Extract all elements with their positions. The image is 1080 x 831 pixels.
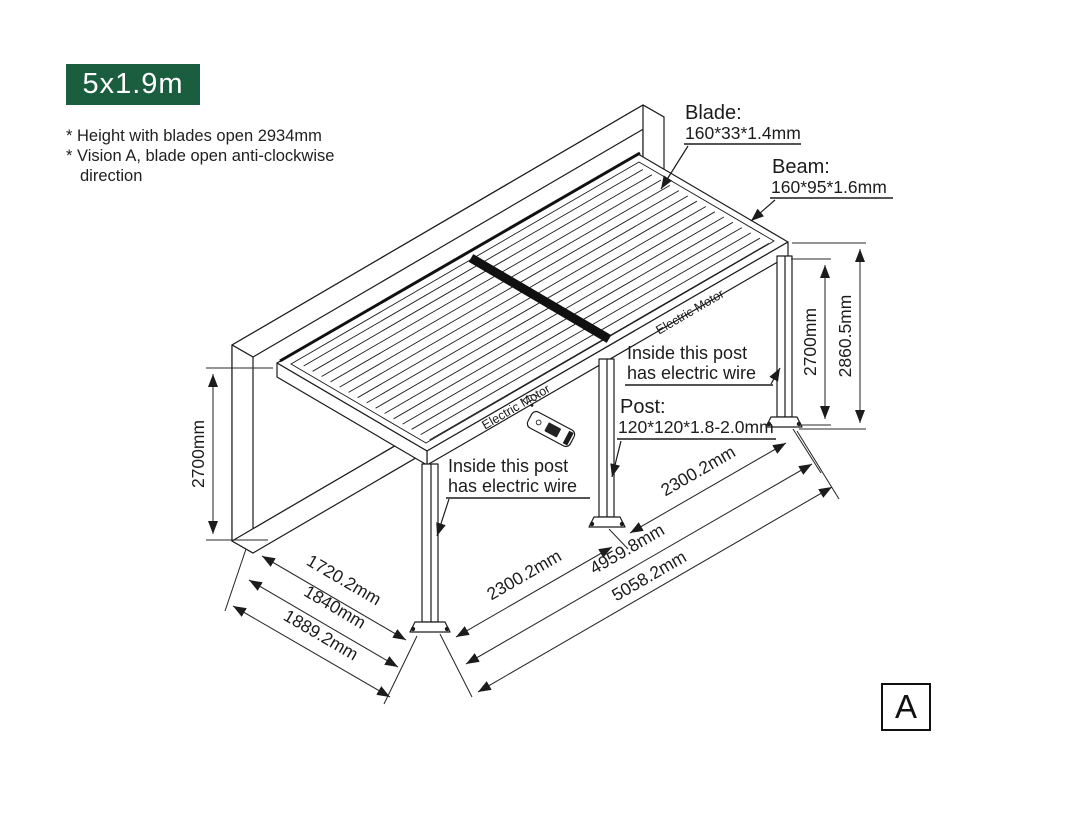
louver-blades (303, 169, 770, 441)
louver-blade-line (375, 211, 716, 409)
louver-blade-line (330, 185, 671, 383)
louvered-roof (276, 151, 789, 466)
post-middle-base-plate (588, 516, 626, 528)
callout-wire-right: Inside this post has electric wire (625, 343, 781, 386)
wall-left-face (231, 344, 254, 554)
view-label: A (894, 688, 917, 725)
louver-blade-line (357, 200, 698, 399)
blade-spec: 160*33*1.4mm (685, 123, 801, 143)
callout-post: Post: 120*120*1.8-2.0mm (610, 396, 776, 478)
dim-height-right-inner-label: 2700mm (800, 308, 820, 376)
louver-blade-line (303, 169, 644, 367)
louver-blade-line (420, 237, 761, 435)
louver-blade-line (321, 179, 662, 377)
wire-left-line2: has electric wire (448, 476, 577, 496)
dimension-height-left: 2700mm (188, 367, 273, 541)
louver-blade-line (393, 221, 734, 420)
louver-blade-line (402, 227, 743, 425)
dim-height-left-label: 2700mm (188, 420, 208, 488)
post-right (765, 255, 803, 428)
wire-left-line1: Inside this post (448, 456, 568, 476)
dim-bay-right-label: 2300.2mm (657, 441, 739, 500)
callout-wire-left: Inside this post has electric wire (436, 456, 590, 537)
louver-blade-line (312, 174, 653, 372)
post-left-base-plate (409, 621, 451, 633)
louver-blade-line (429, 243, 770, 441)
callout-beam: Beam: 160*95*1.6mm (750, 156, 893, 222)
louver-blade-line (366, 206, 707, 404)
wire-right-line1: Inside this post (627, 343, 747, 363)
dim-bay-left-label: 2300.2mm (483, 545, 565, 604)
roof-back-edge (279, 151, 641, 363)
note-vision: * Vision A, blade open anti-clockwise (66, 147, 335, 165)
dimension-depths: 1720.2mm 1840mm 1889.2mm (224, 548, 418, 705)
post-spec: 120*120*1.8-2.0mm (618, 417, 774, 437)
wire-right-line2: has electric wire (627, 363, 756, 383)
post-left (409, 463, 451, 633)
note-direction: direction (80, 167, 143, 185)
louver-blade-line (384, 216, 725, 414)
notes-block: * Height with blades open 2934mm * Visio… (66, 126, 334, 186)
dim-height-right-outer-label: 2860.5mm (835, 295, 855, 378)
note-height: * Height with blades open 2934mm (66, 127, 322, 145)
beam-spec: 160*95*1.6mm (771, 177, 887, 197)
post-middle (588, 358, 626, 528)
louver-blade-line (339, 190, 680, 388)
remote-control-icon (522, 394, 576, 448)
louver-blade-line (411, 232, 752, 430)
size-badge: 5x1.9m (66, 64, 200, 105)
roof-inner-frame (290, 161, 775, 444)
callout-blade: Blade: 160*33*1.4mm (660, 102, 801, 190)
view-label-box: A (881, 683, 931, 731)
center-divider-beam (468, 254, 612, 343)
wifi-waves-icon (522, 394, 540, 407)
post-title: Post: (620, 396, 666, 418)
blade-title: Blade: (685, 102, 742, 124)
dimension-heights-right: 2700mm 2860.5mm (791, 242, 866, 430)
beam-title: Beam: (772, 156, 830, 178)
louver-blade-line (348, 195, 689, 393)
